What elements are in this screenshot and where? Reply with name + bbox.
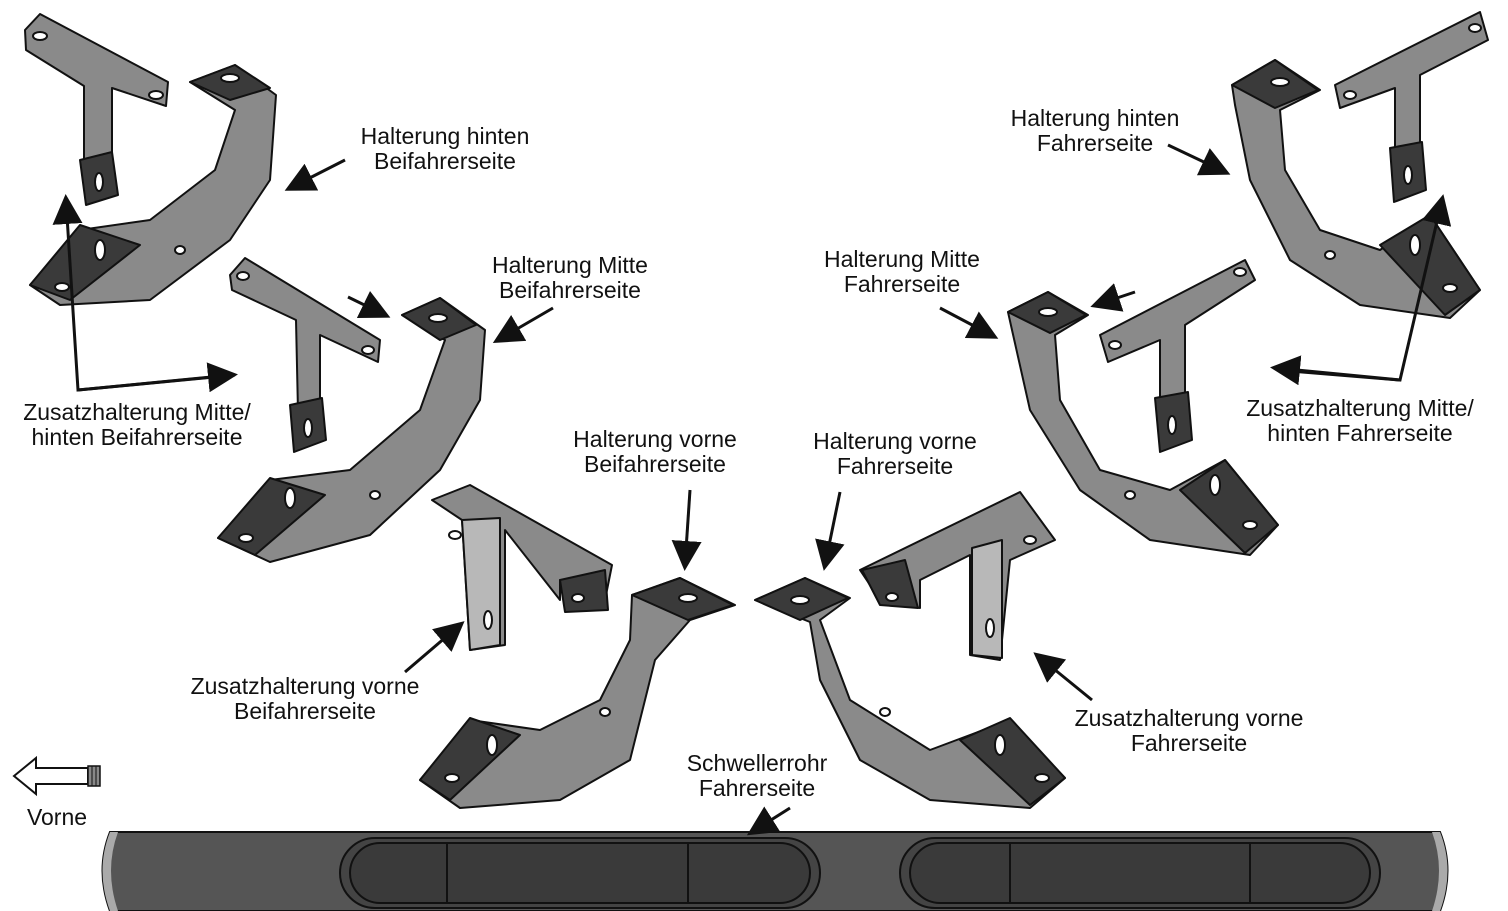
label-mid-passenger: Halterung Mitte Beifahrerseite bbox=[470, 253, 670, 303]
label-rear-passenger: Halterung hinten Beifahrerseite bbox=[340, 124, 550, 174]
label-tube-line2: Fahrerseite bbox=[698, 775, 816, 801]
mid-passenger-bracket bbox=[217, 297, 486, 563]
mid-driver-aux-bracket bbox=[1099, 259, 1256, 453]
label-mid-passenger-line2: Beifahrerseite bbox=[499, 277, 641, 303]
label-front-driver-line1: Halterung vorne bbox=[813, 428, 977, 454]
mid-passenger-aux-bracket bbox=[229, 257, 381, 453]
callout-arrows bbox=[52, 143, 1452, 836]
label-rear-driver-line1: Halterung hinten bbox=[1010, 105, 1180, 131]
rear-passenger-bracket bbox=[29, 64, 277, 306]
mid-driver-bracket bbox=[1007, 291, 1279, 556]
front-driver-bracket bbox=[754, 577, 1066, 809]
rocker-tube bbox=[101, 831, 1449, 911]
label-front-passenger-line1: Halterung vorne bbox=[573, 426, 737, 452]
label-rear-driver: Halterung hinten Fahrerseite bbox=[990, 106, 1200, 156]
label-aux-midrear-driver: Zusatzhalterung Mitte/ hinten Fahrerseit… bbox=[1220, 396, 1500, 446]
label-mid-driver: Halterung Mitte Fahrerseite bbox=[802, 247, 1002, 297]
label-rear-passenger-line2: Beifahrerseite bbox=[374, 148, 516, 174]
label-tube-line1: Schwellerrohr bbox=[686, 750, 828, 776]
front-direction-arrow-icon bbox=[12, 755, 101, 797]
label-front-driver: Halterung vorne Fahrerseite bbox=[790, 429, 1000, 479]
label-aux-front-driver-line1: Zusatzhalterung vorne bbox=[1074, 705, 1304, 731]
label-aux-front-passenger-line2: Beifahrerseite bbox=[234, 698, 376, 724]
label-direction: Vorne bbox=[12, 805, 102, 830]
front-passenger-bracket bbox=[419, 577, 736, 809]
label-aux-midrear-passenger: Zusatzhalterung Mitte/ hinten Beifahrers… bbox=[2, 400, 272, 450]
front-driver-aux-bracket bbox=[859, 491, 1056, 661]
rear-driver-aux-bracket bbox=[1334, 11, 1489, 203]
label-aux-front-driver-line2: Fahrerseite bbox=[1130, 730, 1248, 756]
label-aux-front-driver: Zusatzhalterung vorne Fahrerseite bbox=[1046, 706, 1332, 756]
label-rear-driver-line2: Fahrerseite bbox=[1036, 130, 1154, 156]
label-direction-text: Vorne bbox=[26, 804, 88, 830]
label-aux-front-passenger-line1: Zusatzhalterung vorne bbox=[190, 673, 420, 699]
label-mid-driver-line1: Halterung Mitte bbox=[824, 246, 980, 272]
label-aux-midrear-driver-line2: hinten Fahrerseite bbox=[1267, 420, 1453, 446]
label-front-driver-line2: Fahrerseite bbox=[836, 453, 954, 479]
front-passenger-aux-bracket bbox=[431, 484, 613, 651]
label-mid-passenger-line1: Halterung Mitte bbox=[492, 252, 648, 278]
label-front-passenger-line2: Beifahrerseite bbox=[584, 451, 726, 477]
label-front-passenger: Halterung vorne Beifahrerseite bbox=[550, 427, 760, 477]
label-aux-front-passenger: Zusatzhalterung vorne Beifahrerseite bbox=[162, 674, 448, 724]
label-tube: Schwellerrohr Fahrerseite bbox=[662, 751, 852, 801]
label-aux-midrear-driver-line1: Zusatzhalterung Mitte/ bbox=[1246, 395, 1474, 421]
rear-passenger-aux-bracket bbox=[24, 13, 169, 206]
label-aux-midrear-passenger-line1: Zusatzhalterung Mitte/ bbox=[23, 399, 251, 425]
label-aux-midrear-passenger-line2: hinten Beifahrerseite bbox=[31, 424, 243, 450]
label-mid-driver-line2: Fahrerseite bbox=[843, 271, 961, 297]
label-rear-passenger-line1: Halterung hinten bbox=[360, 123, 530, 149]
